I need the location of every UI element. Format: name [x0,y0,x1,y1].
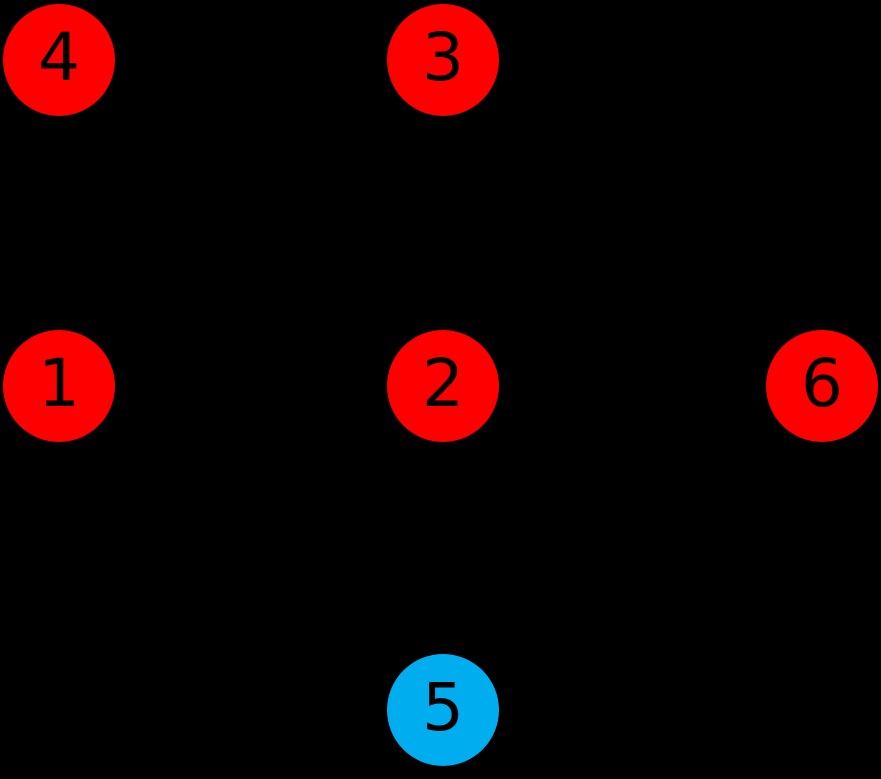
node-label: 3 [422,19,464,96]
node-label: 2 [422,345,464,422]
graph-node-1[interactable]: 1 [3,330,115,442]
node-label: 5 [422,669,464,746]
node-label: 4 [38,19,80,96]
node-label: 6 [801,345,843,422]
graph-node-5[interactable]: 5 [387,654,499,766]
node-label: 1 [38,345,80,422]
graph-node-4[interactable]: 4 [3,4,115,116]
graph-node-3[interactable]: 3 [387,4,499,116]
graph-node-6[interactable]: 6 [766,330,878,442]
graph-node-2[interactable]: 2 [387,330,499,442]
